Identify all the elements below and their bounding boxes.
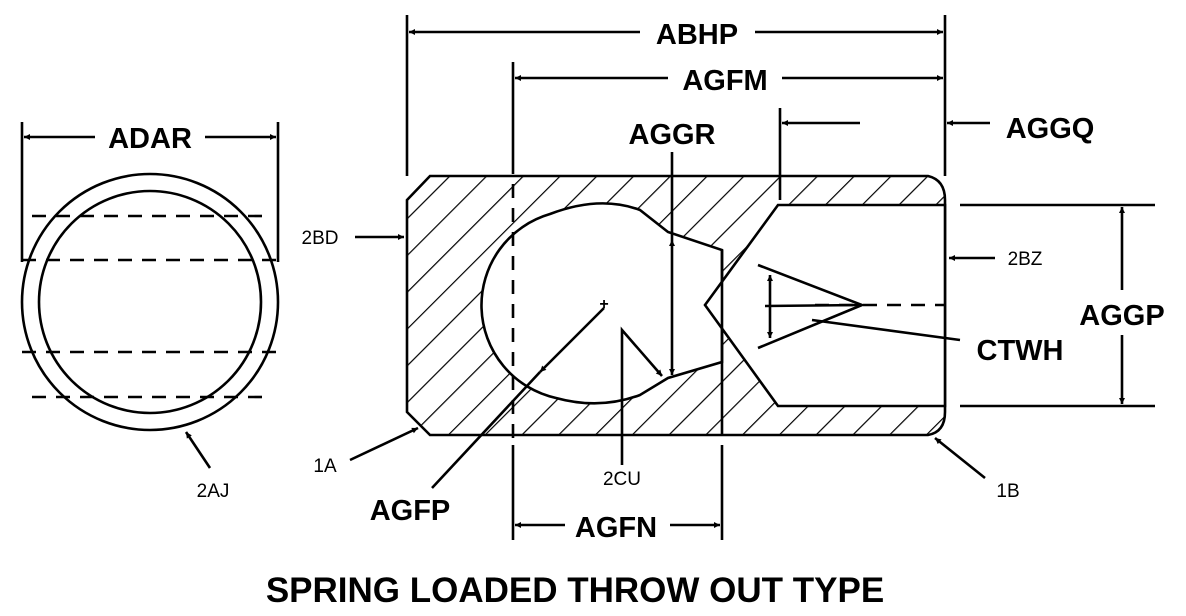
dim-label-abhp: ABHP [656, 19, 738, 51]
callout-1a: 1A [313, 456, 337, 477]
outer-circle [20, 172, 280, 432]
diagram-title: SPRING LOADED THROW OUT TYPE [266, 571, 884, 610]
dim-label-agfn: AGFN [575, 512, 657, 544]
inner-circle [37, 189, 263, 415]
dimensions: ABHP AGFM AGGQ AGGR 2BD 2BZ AGGP CTWH 1A… [302, 15, 1165, 544]
dim-label-agfp: AGFP [370, 495, 451, 527]
dim-label-ctwh: CTWH [977, 335, 1064, 367]
ball-cavity [480, 202, 724, 405]
callout-2bd: 2BD [302, 228, 339, 249]
callout-2cu: 2CU [603, 469, 641, 490]
end-view: ADAR 2AJ [20, 122, 280, 502]
dim-label-aggq: AGGQ [1006, 113, 1095, 145]
dim-label-agfm: AGFM [682, 65, 767, 97]
dim-label-aggp: AGGP [1079, 300, 1164, 332]
callout-1b: 1B [996, 481, 1019, 502]
callout-2bz: 2BZ [1008, 249, 1043, 270]
svg-text:+: + [599, 296, 608, 313]
dim-label-aggr: AGGR [629, 119, 716, 151]
dim-label-adar: ADAR [108, 123, 192, 155]
section-view: + [405, 160, 961, 445]
callout-2aj: 2AJ [197, 481, 230, 502]
